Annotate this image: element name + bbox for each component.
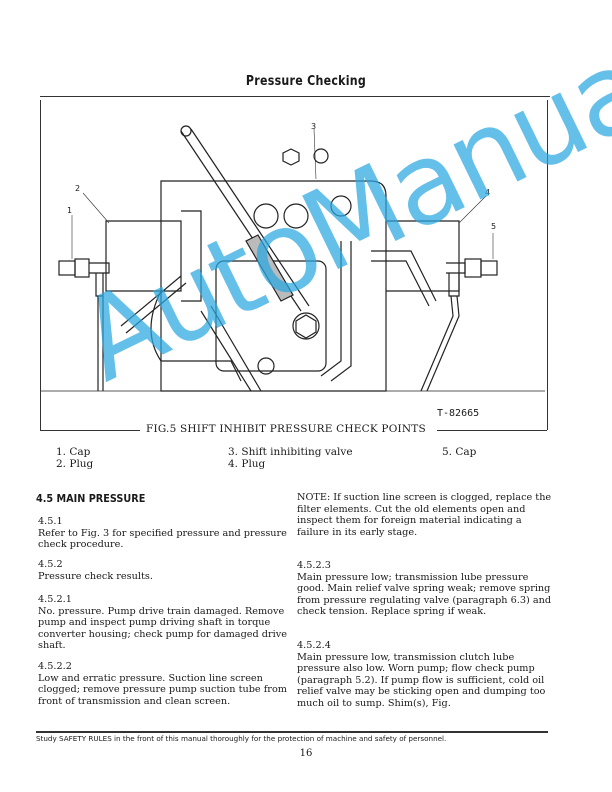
note-paragraph: NOTE: If suction line screen is clogged,…	[297, 492, 555, 538]
valve-assembly-drawing	[41, 125, 545, 392]
legend-num: 2.	[56, 458, 67, 470]
page-number: 16	[299, 748, 313, 759]
section-heading: 4.5 MAIN PRESSURE	[36, 492, 146, 505]
paragraph-number: 4.5.2.2	[38, 661, 72, 672]
paragraph-4-5-2-2: 4.5.2.2 Low and erratic pressure. Suctio…	[38, 661, 296, 707]
footer-divider	[36, 731, 548, 733]
paragraph-4-5-1: 4.5.1 Refer to Fig. 3 for specified pres…	[38, 516, 296, 551]
figure-frame	[40, 100, 548, 430]
legend-item-4: 4. Plug	[228, 458, 265, 470]
figure-caption: FIG.5 SHIFT INHIBIT PRESSURE CHECK POINT…	[146, 423, 426, 435]
paragraph-number: 4.5.2.1	[38, 594, 72, 605]
legend-item-3: 3. Shift inhibiting valve	[228, 446, 353, 458]
callout-2: 2	[75, 184, 81, 193]
paragraph-text: No. pressure. Pump drive train damaged. …	[38, 605, 287, 652]
paragraph-number: 4.5.2.3	[297, 560, 331, 571]
callout-5: 5	[491, 222, 497, 231]
paragraph-text: NOTE: If suction line screen is clogged,…	[297, 492, 552, 538]
page-title: Pressure Checking	[245, 74, 367, 89]
legend-label: Cap	[69, 446, 91, 458]
callout-4: 4	[485, 188, 491, 197]
legend-item-1: 1. Cap	[56, 446, 90, 458]
paragraph-4-5-2-3: 4.5.2.3 Main pressure low; transmission …	[297, 560, 555, 618]
callout-3: 3	[311, 122, 317, 131]
legend-item-2: 2. Plug	[56, 458, 93, 470]
paragraph-number: 4.5.2.4	[297, 640, 331, 651]
title-divider	[40, 96, 550, 97]
legend-label: Cap	[455, 446, 477, 458]
paragraph-number: 4.5.2	[38, 559, 63, 570]
legend-label: Plug	[241, 458, 266, 470]
figure-reference-number: T-82665	[437, 408, 480, 419]
safety-footer-note: Study SAFETY RULES in the front of this …	[36, 734, 447, 743]
callout-1: 1	[67, 206, 73, 215]
legend-item-5: 5. Cap	[442, 446, 476, 458]
paragraph-4-5-2: 4.5.2 Pressure check results.	[38, 559, 296, 582]
paragraph-4-5-2-4: 4.5.2.4 Main pressure low, transmission …	[297, 640, 555, 710]
legend-num: 3.	[228, 446, 239, 458]
paragraph-text: Main pressure low, transmission clutch l…	[297, 651, 546, 709]
paragraph-text: Main pressure low; transmission lube pre…	[297, 571, 552, 618]
figure-border-bottom-left	[40, 430, 140, 431]
legend-label: Shift inhibiting valve	[241, 446, 353, 458]
legend-num: 4.	[228, 458, 239, 470]
figure-border-bottom-right	[437, 430, 547, 431]
legend-num: 5.	[442, 446, 453, 458]
paragraph-number: 4.5.1	[38, 516, 63, 527]
legend-label: Plug	[69, 458, 94, 470]
paragraph-4-5-2-1: 4.5.2.1 No. pressure. Pump drive train d…	[38, 594, 296, 652]
paragraph-text: Refer to Fig. 3 for specified pressure a…	[38, 527, 287, 551]
paragraph-text: Low and erratic pressure. Suction line s…	[38, 672, 287, 707]
legend-num: 1.	[56, 446, 67, 458]
paragraph-text: Pressure check results.	[38, 570, 153, 582]
